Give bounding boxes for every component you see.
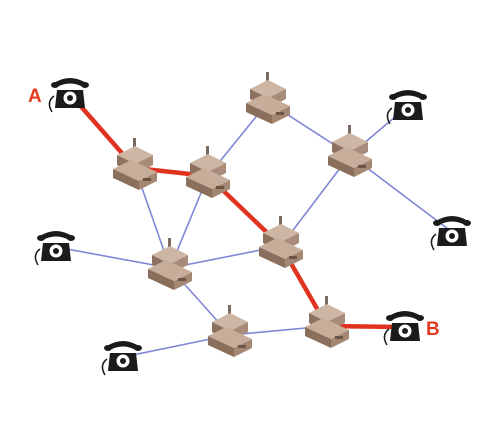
phone-left-telephone-icon — [34, 230, 76, 266]
switch-2-switch-icon — [186, 146, 230, 198]
endpoint-b-label: B — [426, 319, 440, 340]
endpoint-a-label: A — [28, 86, 42, 107]
switch-8-switch-icon — [208, 305, 252, 357]
phone-bottom-left-telephone-icon — [101, 340, 143, 376]
switch-3-switch-icon — [246, 72, 290, 124]
phone-right-telephone-icon — [430, 215, 472, 251]
switch-7-switch-icon — [305, 296, 349, 348]
phone-top-right-telephone-icon — [386, 89, 428, 125]
switch-4-switch-icon — [328, 125, 372, 177]
switch-1-switch-icon — [113, 138, 157, 190]
network-link-phone-left-switch-6 — [55, 246, 171, 269]
switch-5-switch-icon — [259, 216, 303, 268]
nodes-layer — [34, 72, 472, 376]
phone-a-telephone-icon — [48, 77, 90, 113]
switch-6-switch-icon — [148, 238, 192, 290]
